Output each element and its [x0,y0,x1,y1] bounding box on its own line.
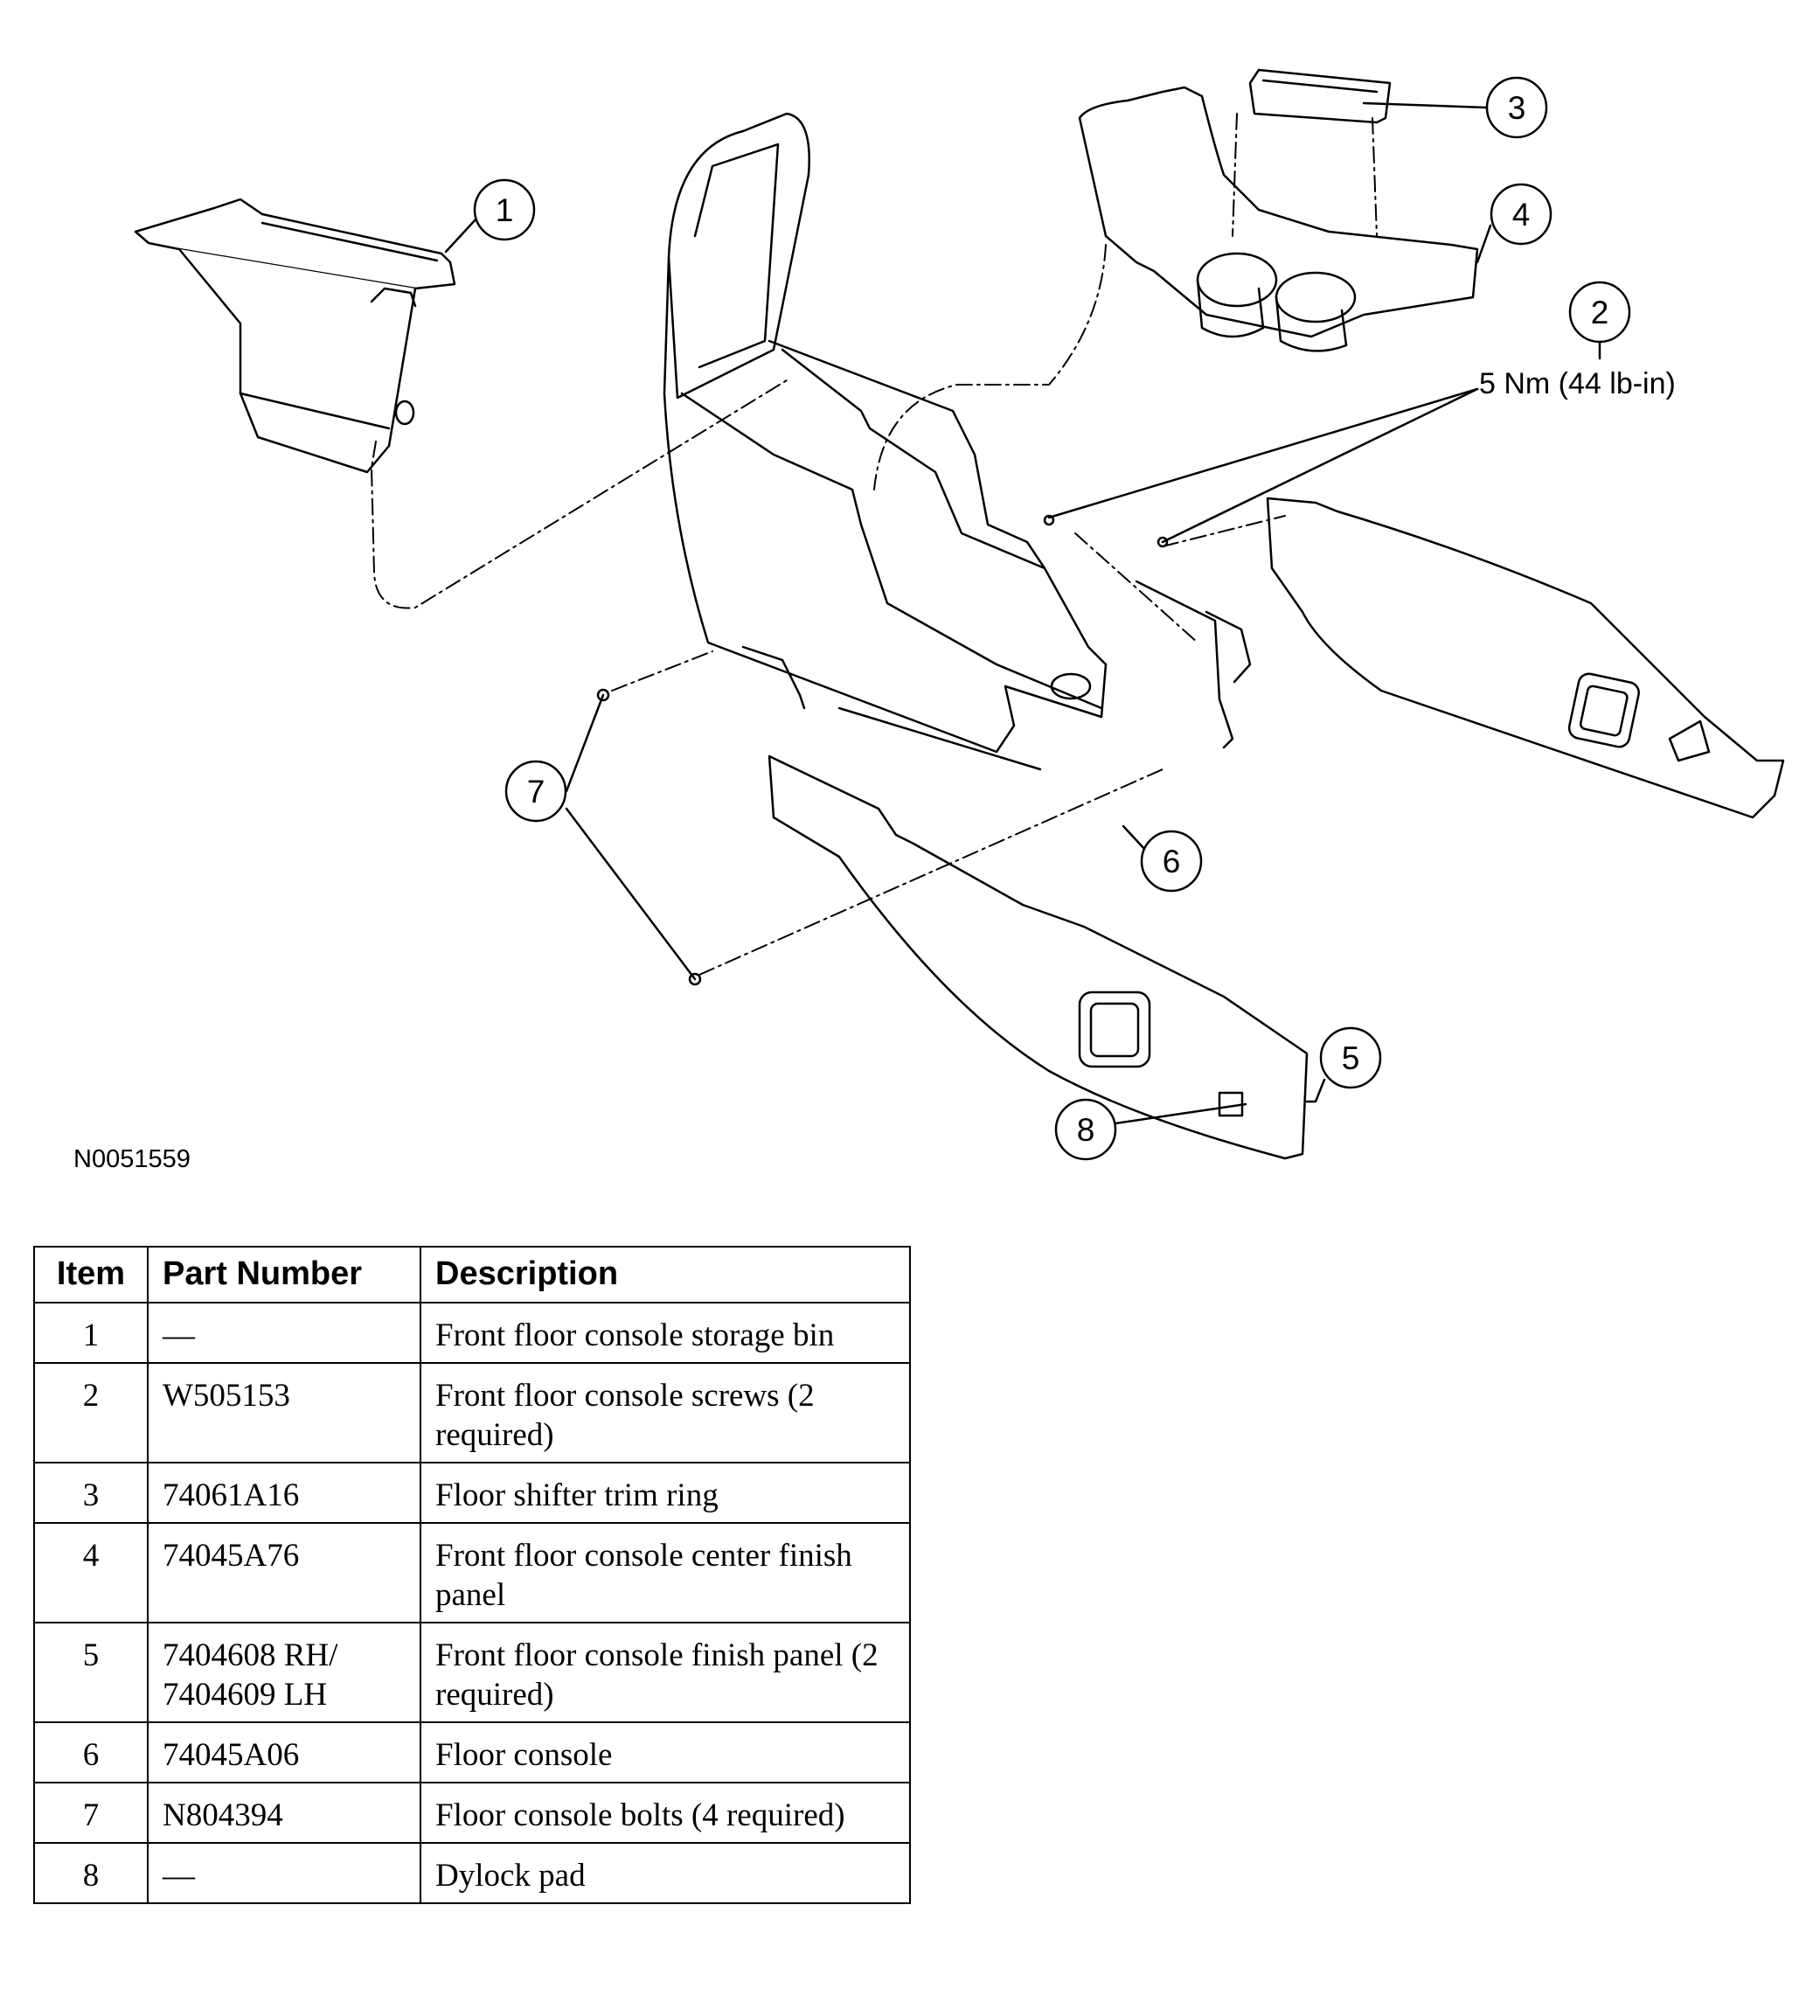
center-finish-panel-part [1078,86,1479,352]
callout-1: 1 [473,178,536,241]
table-row: 7 N804394 Floor console bolts (4 require… [33,1782,911,1844]
table-row: 3 74061A16 Floor shifter trim ring [33,1462,911,1524]
exploded-view-diagram: 1 2 3 4 5 6 7 8 5 Nm (44 lb-in) [134,68,1785,1161]
storage-bin-part [134,198,456,474]
callout-8-label: 8 [1077,1112,1095,1148]
row-description: Front floor console storage bin [420,1302,911,1364]
row-item: 4 [33,1522,149,1623]
row-item: 7 [33,1782,149,1844]
callout-3: 3 [1485,76,1548,139]
header-description: Description [420,1246,911,1303]
row-description: Floor shifter trim ring [420,1462,911,1524]
callout-4-label: 4 [1512,197,1531,233]
table-row: 6 74045A06 Floor console [33,1721,911,1783]
table-header-row: Item Part Number Description [33,1246,911,1303]
figure-id: N0051559 [73,1145,191,1173]
row-item: 1 [33,1302,149,1364]
row-part-number: 74045A06 [147,1721,421,1783]
shifter-trim-ring-part [1248,68,1392,124]
row-item: 5 [33,1622,149,1723]
callout-4: 4 [1490,183,1553,246]
torque-spec-label: 5 Nm (44 lb-in) [1479,367,1676,400]
row-item: 2 [33,1362,149,1463]
callout-7: 7 [504,760,567,823]
callout-6: 6 [1140,830,1203,893]
row-description: Floor console bolts (4 required) [420,1782,911,1844]
row-item: 8 [33,1842,149,1904]
row-part-number: W505153 [147,1362,421,1463]
callout-3-label: 3 [1508,90,1526,126]
callout-7-label: 7 [527,774,545,810]
table-row: 5 7404608 RH/ 7404609 LH Front floor con… [33,1622,911,1723]
row-description: Front floor console finish panel (2 requ… [420,1622,911,1723]
table-row: 1 — Front floor console storage bin [33,1302,911,1364]
row-description: Floor console [420,1721,911,1783]
left-finish-panel-part [768,754,1309,1160]
row-item: 3 [33,1462,149,1524]
callout-2-label: 2 [1591,295,1609,330]
header-part-number: Part Number [147,1246,421,1303]
row-part-number: 7404608 RH/ 7404609 LH [147,1622,421,1723]
row-item: 6 [33,1721,149,1783]
header-item: Item [33,1246,149,1303]
callout-5-label: 5 [1342,1040,1360,1076]
table-row: 8 — Dylock pad [33,1842,911,1904]
row-description: Front floor console center finish panel [420,1522,911,1623]
row-description: Dylock pad [420,1842,911,1904]
callout-5: 5 [1319,1026,1382,1089]
callout-2: 2 [1568,281,1631,344]
right-finish-panel-part [1266,497,1785,819]
row-part-number: 74061A16 [147,1462,421,1524]
row-part-number: — [147,1302,421,1364]
assembly-guide-lines [371,113,1378,976]
callout-6-label: 6 [1163,844,1181,879]
table-row: 2 W505153 Front floor console screws (2 … [33,1362,911,1463]
callout-1-label: 1 [496,192,514,228]
parts-table: Item Part Number Description 1 — Front f… [33,1246,911,1904]
callout-8: 8 [1054,1098,1117,1161]
table-row: 4 74045A76 Front floor console center fi… [33,1522,911,1623]
row-part-number: N804394 [147,1782,421,1844]
floor-console-part [663,112,1252,771]
row-description: Front floor console screws (2 required) [420,1362,911,1463]
row-part-number: 74045A76 [147,1522,421,1623]
row-part-number: — [147,1842,421,1904]
